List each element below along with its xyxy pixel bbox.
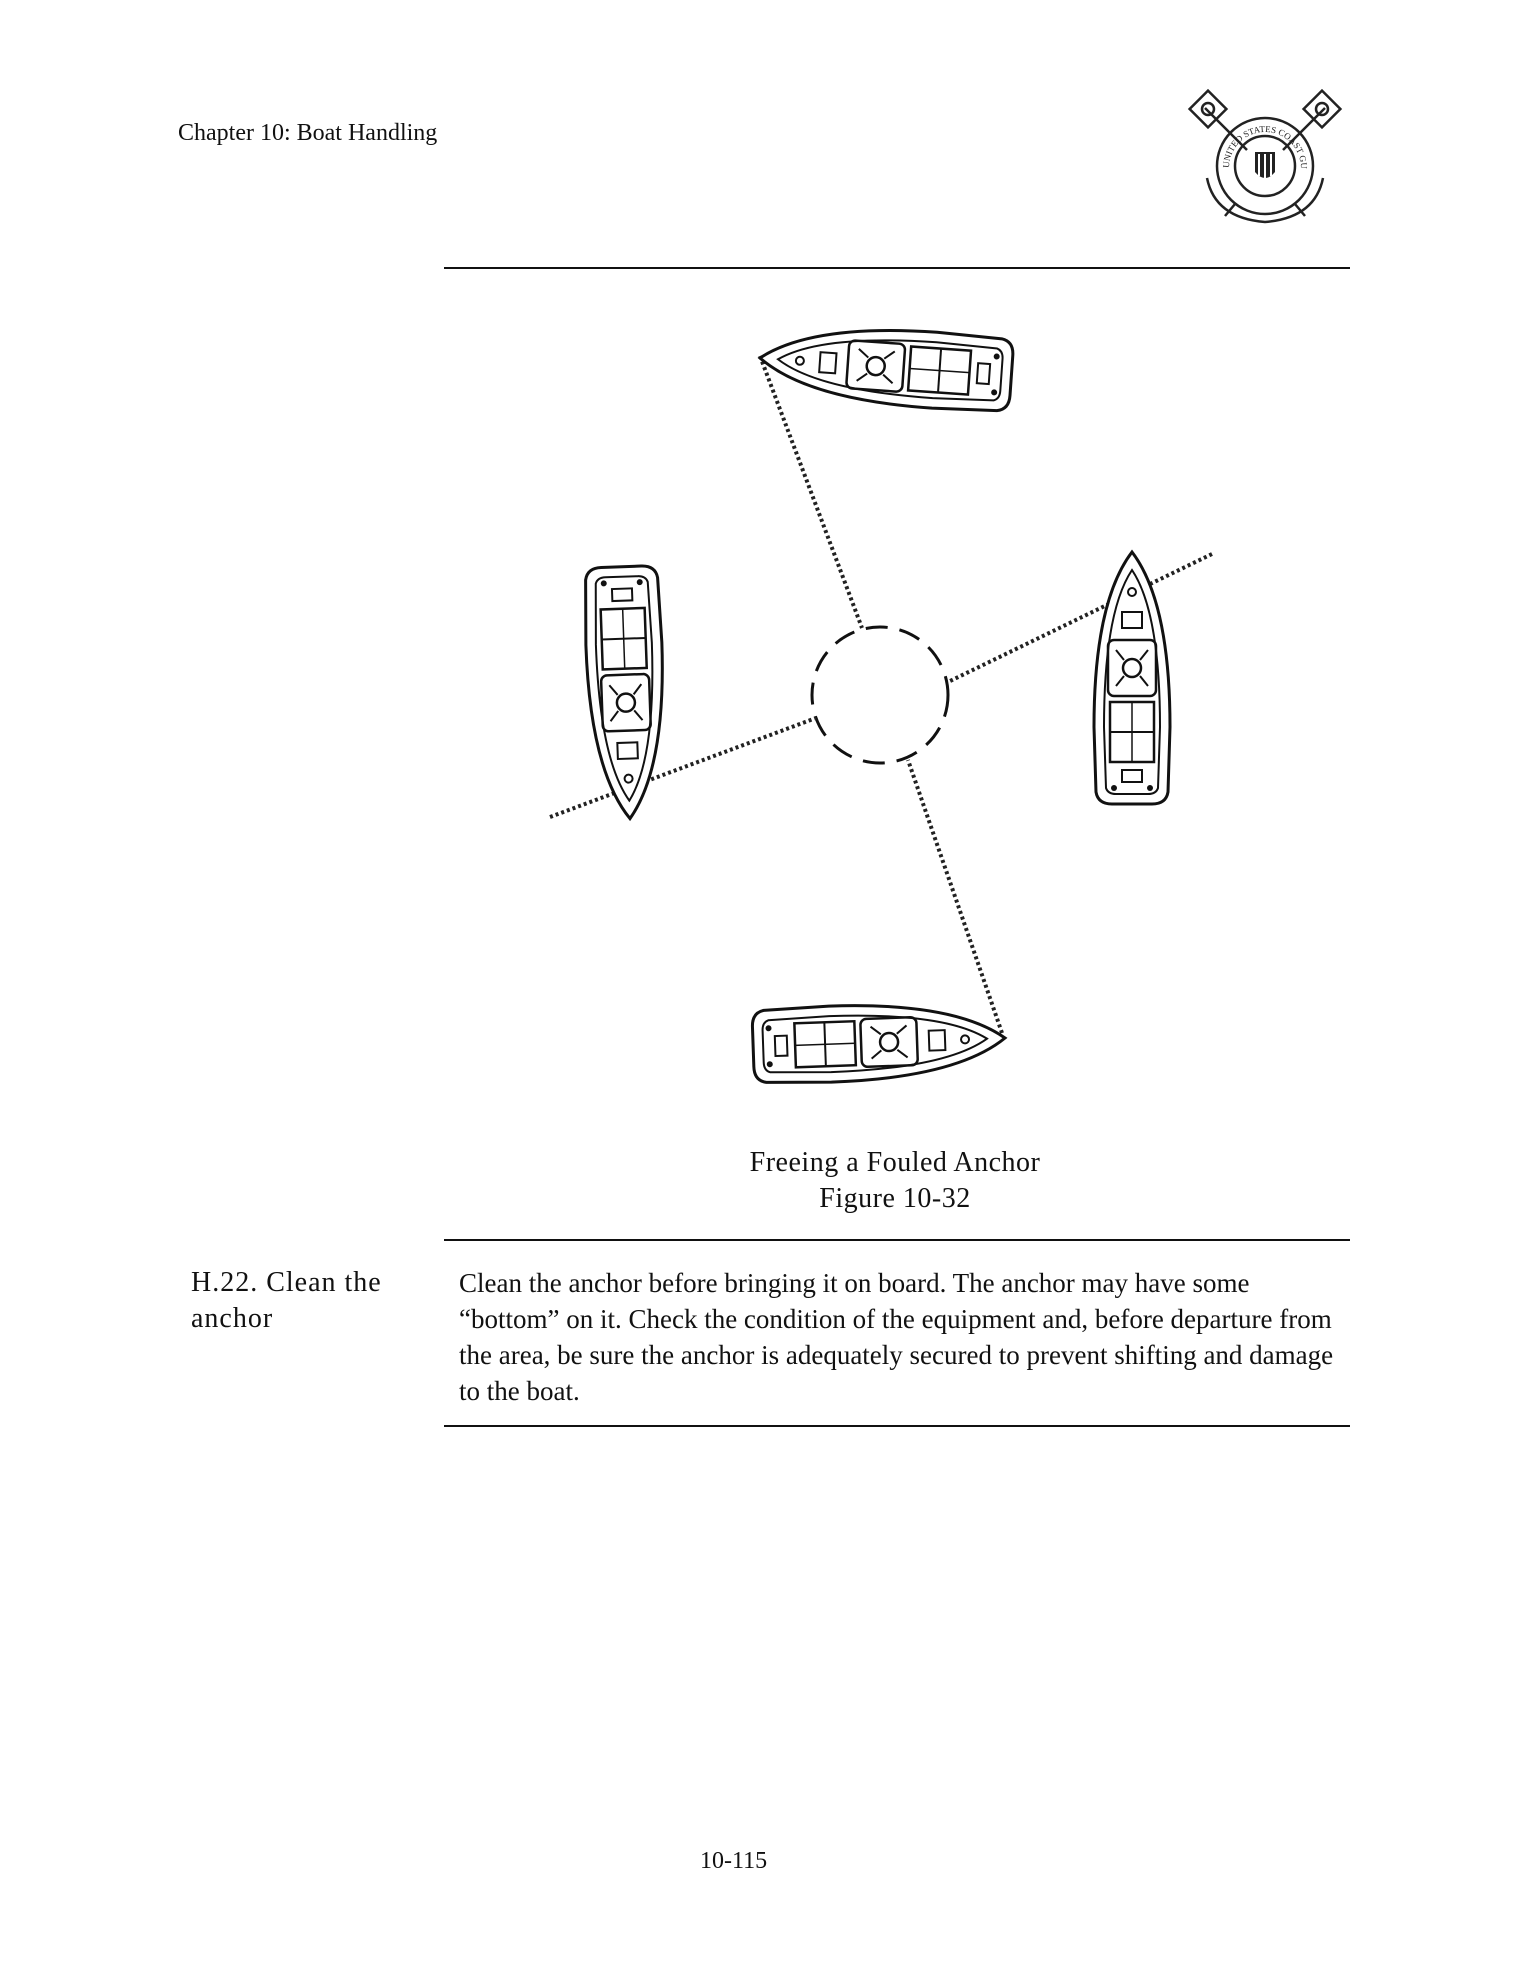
- section-divider: [444, 1425, 1350, 1427]
- boat-bottom: [750, 998, 1008, 1087]
- chapter-header: Chapter 10: Boat Handling: [178, 120, 438, 146]
- boat-right: [1092, 550, 1172, 806]
- fouled-anchor-diagram: [549, 318, 1213, 1087]
- seal-text: UNITED STATES COAST GUARD: [1185, 88, 1309, 170]
- svg-text:UNITED STATES COAST GUARD: UNITED STATES COAST GUARD: [1185, 88, 1309, 170]
- top-divider: [444, 267, 1350, 269]
- rode-line-right: [947, 552, 1213, 684]
- figure-number: Figure 10-32: [819, 1183, 971, 1214]
- page-number: 10-115: [700, 1848, 768, 1874]
- figure-title: Freeing a Fouled Anchor: [749, 1147, 1041, 1178]
- rode-line-left: [549, 716, 817, 819]
- rode-line-bottom: [906, 759, 1004, 1034]
- caption-divider: [444, 1239, 1350, 1241]
- coast-guard-seal-logo: UNITED STATES COAST GUARD: [1185, 88, 1343, 224]
- anchor-circle: [810, 625, 950, 765]
- rode-line-top: [758, 355, 864, 629]
- boat-left: [581, 563, 670, 822]
- boat-top: [755, 318, 1016, 415]
- section-heading: H.22. Clean the anchor: [191, 1267, 382, 1334]
- section-body-text: Clean the anchor before bringing it on b…: [459, 1268, 1334, 1406]
